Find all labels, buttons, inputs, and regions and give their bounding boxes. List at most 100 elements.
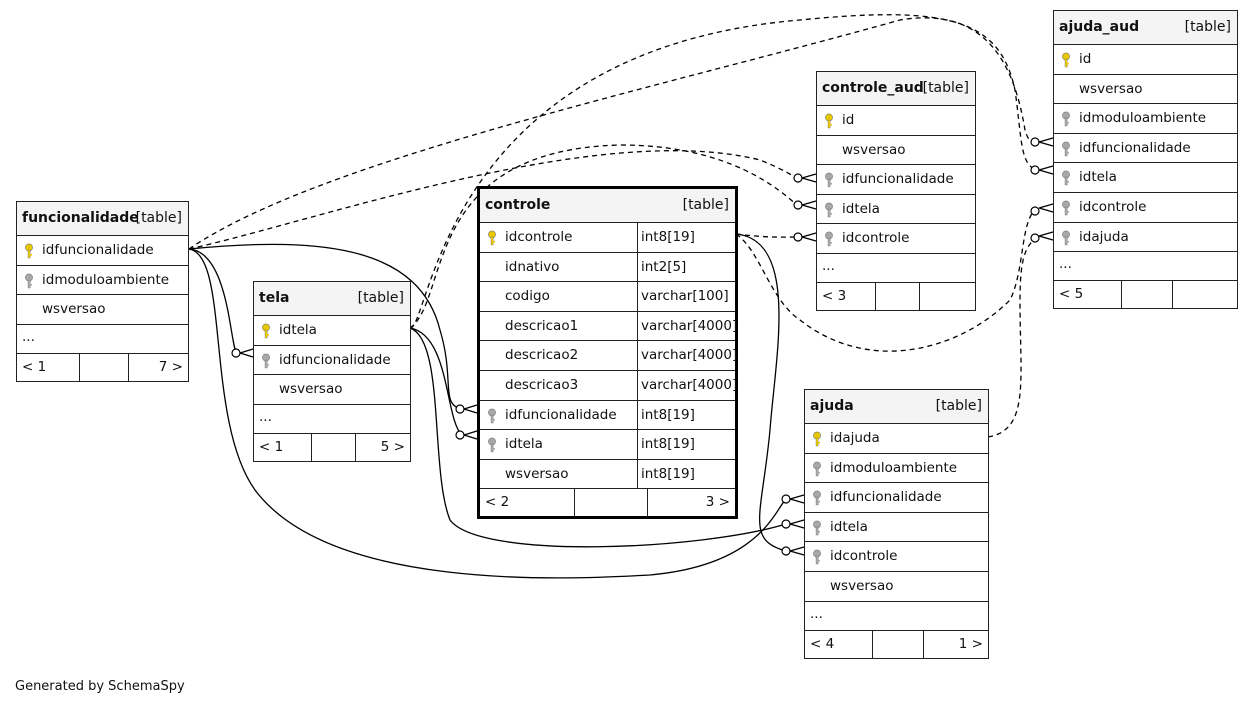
column-divider bbox=[637, 430, 638, 459]
column-divider bbox=[637, 311, 638, 341]
column-row[interactable]: wsversao bbox=[1054, 75, 1237, 105]
column-name: idcontrole bbox=[505, 229, 573, 245]
column-name: id bbox=[1079, 51, 1092, 67]
column-name: idfuncionalidade bbox=[42, 242, 154, 258]
table-header[interactable]: ajuda_aud[table] bbox=[1054, 11, 1237, 45]
parents-count[interactable]: < 5 bbox=[1059, 286, 1084, 303]
column-row[interactable]: wsversao bbox=[805, 572, 988, 602]
table-header[interactable]: controle[table] bbox=[480, 189, 735, 223]
parents-count[interactable]: < 2 bbox=[485, 494, 510, 511]
column-row[interactable]: idcontrole bbox=[805, 542, 988, 572]
column-row[interactable]: idfuncionalidade bbox=[817, 165, 975, 195]
column-row[interactable]: idfuncionalidade bbox=[17, 236, 188, 266]
table-header[interactable]: controle_aud[table] bbox=[817, 72, 975, 106]
column-row[interactable]: id bbox=[1054, 45, 1237, 75]
primary-key-icon bbox=[813, 431, 821, 447]
table-header[interactable]: ajuda[table] bbox=[805, 390, 988, 424]
table-name: controle_aud bbox=[822, 80, 924, 96]
column-name: idajuda bbox=[830, 430, 880, 446]
column-row[interactable]: idcontrole bbox=[817, 224, 975, 254]
column-row[interactable]: idajuda bbox=[1054, 223, 1237, 253]
column-divider bbox=[637, 459, 638, 489]
primary-key-icon bbox=[262, 323, 270, 339]
column-row[interactable]: wsversao bbox=[17, 295, 188, 325]
column-row[interactable]: idcontrole bbox=[1054, 193, 1237, 223]
footer-divider bbox=[311, 433, 312, 461]
primary-key-icon bbox=[1062, 52, 1070, 68]
column-name: idtela bbox=[505, 436, 543, 453]
column-row[interactable]: wsversao bbox=[254, 375, 410, 405]
column-name: idmoduloambiente bbox=[830, 459, 958, 476]
children-count[interactable]: 7 > bbox=[158, 358, 183, 375]
column-row[interactable]: id bbox=[817, 106, 975, 136]
column-name: idfuncionalidade bbox=[830, 489, 942, 506]
column-name: descricao2 bbox=[505, 347, 579, 364]
table-footer: < 1 5 > bbox=[254, 433, 410, 461]
column-name: idmoduloambiente bbox=[1079, 110, 1207, 127]
more-columns[interactable]: ... bbox=[805, 602, 988, 631]
table-ajuda[interactable]: ajuda[table] idajuda idmoduloambiente idfun… bbox=[804, 389, 989, 659]
column-row[interactable]: idmoduloambiente bbox=[805, 454, 988, 484]
table-tela[interactable]: tela[table]idtela idfuncionalidade wsversa… bbox=[253, 281, 411, 462]
table-funcionalidade[interactable]: funcionalidade[table] idfuncionalidade idm… bbox=[16, 201, 189, 382]
more-label: ... bbox=[22, 328, 35, 345]
children-count[interactable]: 1 > bbox=[958, 635, 983, 652]
column-name: idfuncionalidade bbox=[1079, 139, 1191, 156]
column-name: idtela bbox=[830, 518, 868, 535]
column-row[interactable]: idmoduloambiente bbox=[17, 266, 188, 296]
primary-key-icon bbox=[25, 243, 33, 259]
more-columns[interactable]: ... bbox=[17, 325, 188, 354]
parents-count[interactable]: < 4 bbox=[810, 635, 835, 652]
table-header[interactable]: funcionalidade[table] bbox=[17, 202, 188, 236]
column-row[interactable]: idmoduloambiente bbox=[1054, 104, 1237, 134]
parents-count[interactable]: < 1 bbox=[259, 438, 284, 455]
children-count[interactable]: 3 > bbox=[705, 494, 730, 511]
footer-divider bbox=[128, 353, 129, 381]
column-row[interactable]: idfuncionalidade bbox=[805, 483, 988, 513]
more-columns[interactable]: ... bbox=[817, 254, 975, 283]
column-type: int8[19] bbox=[641, 436, 695, 453]
footer-divider bbox=[355, 433, 356, 461]
foreign-key-icon bbox=[488, 408, 496, 423]
column-name: codigo bbox=[505, 288, 550, 305]
table-kind: [table] bbox=[1184, 19, 1231, 35]
foreign-key-icon bbox=[1062, 111, 1070, 127]
column-name: idfuncionalidade bbox=[279, 351, 391, 368]
column-row[interactable]: idfuncionalidade bbox=[1054, 134, 1237, 164]
foreign-key-icon bbox=[488, 437, 496, 453]
foreign-key-icon bbox=[825, 172, 833, 188]
column-row[interactable]: wsversao bbox=[817, 136, 975, 166]
column-row[interactable]: idtela bbox=[1054, 163, 1237, 193]
link-tela-funcionalidade bbox=[188, 248, 238, 354]
foreign-key-icon bbox=[813, 520, 821, 535]
footer-divider bbox=[872, 630, 873, 658]
column-row[interactable]: idfuncionalidade bbox=[254, 346, 410, 376]
more-label: ... bbox=[1059, 256, 1072, 273]
foreign-key-icon bbox=[1062, 200, 1070, 216]
link-controleaud-controle bbox=[735, 233, 799, 238]
table-ajuda-aud[interactable]: ajuda_aud[table]id wsversao idmoduloambien… bbox=[1053, 10, 1238, 310]
column-name: idtela bbox=[1079, 169, 1117, 186]
parents-count[interactable]: < 3 bbox=[822, 287, 847, 304]
column-row[interactable]: idtela int8[19] bbox=[480, 430, 735, 460]
more-columns[interactable]: ... bbox=[1054, 252, 1237, 282]
column-row[interactable]: idtela bbox=[254, 316, 410, 346]
column-row[interactable]: idtela bbox=[817, 195, 975, 225]
column-row[interactable]: idajuda bbox=[805, 424, 988, 454]
footer-divider bbox=[919, 282, 920, 310]
parents-count[interactable]: < 1 bbox=[22, 358, 47, 375]
more-columns[interactable]: ... bbox=[254, 405, 410, 434]
table-header[interactable]: tela[table] bbox=[254, 282, 410, 316]
column-row[interactable]: idtela bbox=[805, 513, 988, 543]
children-count[interactable]: 5 > bbox=[380, 438, 405, 455]
